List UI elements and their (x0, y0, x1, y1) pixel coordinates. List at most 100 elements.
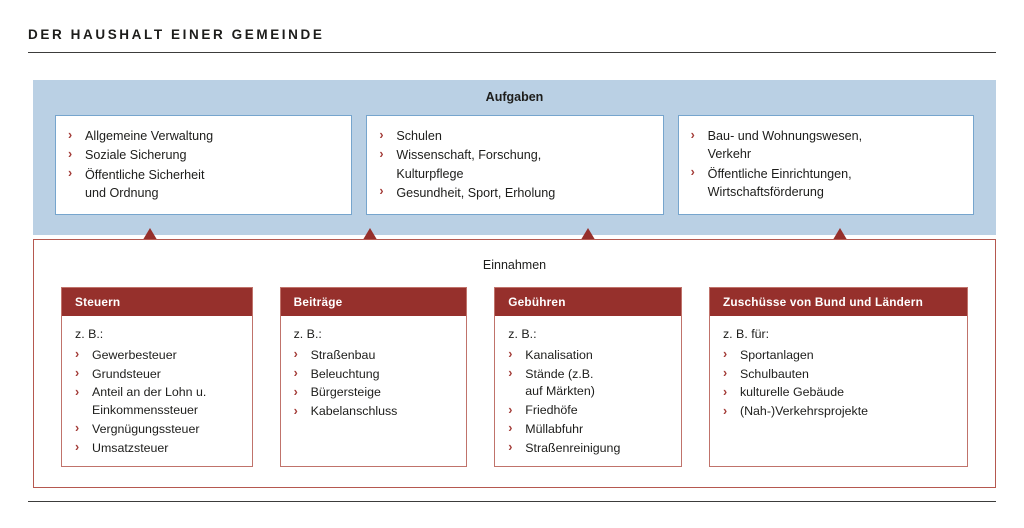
aufgaben-list-3: ›Bau- und Wohnungswesen,Verkehr › Öffentl… (691, 127, 963, 201)
bottom-divider (28, 501, 996, 502)
aufgaben-list-2: › Schulen › Wissenschaft, Forschung,Kultur… (379, 127, 652, 202)
list-item-label: Öffentliche Einrichtungen,Wirtschaftsför… (707, 166, 852, 199)
list-item: › Grundsteuer (75, 366, 244, 384)
chevron-right-icon: › (508, 347, 513, 362)
list-item: › kulturelle Gebäude (723, 384, 959, 402)
list-item: › Sportanlagen (723, 347, 959, 365)
chevron-right-icon: › (68, 146, 73, 161)
chevron-right-icon: › (722, 366, 728, 381)
chevron-right-icon: › (293, 347, 298, 362)
gebuehren-list: ›Kanalisation ›Stände (z.B.auf Märkten) … (508, 347, 673, 457)
example-label: z. B.: (508, 327, 537, 341)
aufgaben-card-3: ›Bau- und Wohnungswesen,Verkehr › Öffentl… (677, 115, 974, 215)
einnahmen-card-row: Steuern z. B.: ›Gewerbesteuer ›Grundsteu… (61, 287, 968, 467)
einnahmen-card-gebuehren: Gebühren z. B.: › Kanalisation › Stände (z… (494, 287, 682, 467)
list-item: ›Gewerbesteuer (75, 347, 244, 365)
example-label: z. B.: (293, 327, 322, 341)
chevron-right-icon: › (508, 402, 513, 417)
chevron-right-icon: › (722, 403, 728, 418)
aufgaben-card-row: › Allgemeine Verwaltung › Soziale Sicherun… (55, 115, 974, 215)
list-item: › Soziale Sicherung (68, 146, 341, 164)
list-item-label: Kanalisation (525, 347, 593, 362)
card-header-beitraege: Beiträge (280, 288, 467, 316)
list-item-label: Soziale Sicherung (85, 148, 187, 163)
list-item-label: Friedhöfe (525, 403, 578, 418)
list-item: › Kanalisation (508, 347, 673, 365)
chevron-right-icon: › (722, 384, 728, 399)
list-item: › Beleuchtung (294, 366, 459, 384)
einnahmen-card-beitraege: Beiträge z. B.: › Straßenbau › Beleuchtung… (279, 287, 468, 467)
list-item-label: Schulen (396, 129, 442, 143)
einnahmen-card-steuern: Steuern z. B.: ›Gewerbesteuer ›Grundsteu… (61, 287, 253, 467)
list-item-label: Vergnügungssteuer (92, 421, 200, 436)
einnahmen-card-zuschuesse: Zuschüsse von Bund und Ländern z. B. für… (708, 287, 968, 467)
einnahmen-panel: Einnahmen Steuern z. B.: ›Gewerbesteuer … (33, 239, 996, 488)
aufgaben-panel: Aufgaben ›Allgemeine Verwaltung ›Soziale… (33, 80, 996, 235)
chevron-right-icon: › (68, 166, 73, 180)
list-item: › Umsatzsteuer (75, 440, 244, 458)
list-item: › Friedhöfe (508, 402, 673, 420)
zuschuesse-list: › Sportanlagen › Schulbauten › kulturelle G… (723, 347, 959, 421)
card-header-gebuehren: Gebühren (495, 288, 681, 316)
list-item-label: Sportanlagen (739, 347, 814, 362)
aufgaben-list-1: › Allgemeine Verwaltung › Soziale Sicherun… (68, 127, 341, 202)
list-item-label: Schulbauten (739, 366, 809, 381)
list-item-label: Anteil an der Lohn u.Einkommenssteuer (92, 385, 207, 418)
chevron-right-icon: › (379, 184, 384, 199)
list-item-label: Stände (z.B.auf Märkten) (525, 366, 595, 399)
chevron-right-icon: › (75, 421, 80, 436)
card-body-steuern: z. B.: ›Gewerbesteuer ›Grundsteuer ›Ante… (62, 316, 252, 466)
chevron-right-icon: › (75, 366, 80, 381)
list-item-label: (Nah-)Verkehrsprojekte (739, 404, 869, 419)
chevron-right-icon: › (293, 384, 298, 399)
chevron-right-icon: › (68, 127, 73, 142)
chevron-right-icon: › (75, 440, 80, 455)
card-body-beitraege: z. B.: › Straßenbau › Beleuchtung ›Bürgers… (281, 316, 467, 466)
list-item-label: Beleuchtung (310, 366, 380, 381)
chevron-right-icon: › (508, 366, 513, 381)
aufgaben-card-2: › Schulen › Wissenschaft, Forschung,Kultur… (366, 115, 664, 215)
list-item: › Müllabfuhr (508, 421, 673, 439)
list-item-label: Gewerbesteuer (92, 347, 177, 362)
list-item: › Allgemeine Verwaltung (68, 127, 341, 145)
list-item-label: Grundsteuer (92, 366, 161, 381)
list-item-label: Allgemeine Verwaltung (85, 129, 214, 143)
list-item: › Gesundheit, Sport, Erholung (379, 184, 652, 202)
einnahmen-heading: Einnahmen (482, 258, 547, 272)
card-header-steuern: Steuern (62, 288, 252, 316)
list-item-label: Kabelanschluss (310, 404, 398, 419)
page-title: DER HAUSHALT EINER GEMEINDE (28, 27, 325, 42)
chevron-right-icon: › (508, 440, 513, 455)
list-item-label: Müllabfuhr (525, 421, 584, 436)
list-item-label: Straßenbau (310, 347, 376, 362)
chevron-right-icon: › (722, 347, 728, 362)
chevron-right-icon: › (379, 146, 384, 161)
chevron-right-icon: › (75, 384, 80, 399)
list-item: › Wissenschaft, Forschung,Kulturpflege (379, 146, 652, 183)
aufgaben-card-1: › Allgemeine Verwaltung › Soziale Sicherun… (55, 115, 353, 215)
list-item: ›Bau- und Wohnungswesen,Verkehr (691, 127, 963, 164)
example-label: z. B. für: (722, 327, 770, 341)
list-item-label: Gesundheit, Sport, Erholung (396, 185, 556, 200)
chevron-right-icon: › (379, 127, 384, 142)
chevron-right-icon: › (293, 366, 298, 381)
card-body-gebuehren: z. B.: › Kanalisation › Stände (z.B.auf Mä… (495, 316, 681, 466)
chevron-right-icon: › (293, 403, 298, 418)
list-item-label: Wissenschaft, Forschung,Kulturpflege (396, 148, 542, 181)
list-item: ›Straßenreinigung (508, 440, 673, 458)
list-item-label: kulturelle Gebäude (739, 385, 844, 400)
list-item: ›Bürgersteige (294, 384, 459, 402)
list-item: › Schulen (379, 127, 652, 145)
chevron-right-icon: › (690, 127, 695, 142)
list-item: › Schulbauten (723, 366, 959, 384)
list-item-label: Umsatzsteuer (92, 440, 169, 455)
title-divider (28, 52, 996, 53)
list-item: › Öffentliche Einrichtungen,Wirtschaftsfö… (691, 165, 963, 202)
chevron-right-icon: › (508, 421, 513, 436)
chevron-right-icon: › (690, 165, 695, 179)
list-item: › Kabelanschluss (294, 403, 459, 421)
card-header-zuschuesse: Zuschüsse von Bund und Ländern (709, 288, 967, 316)
list-item: › Anteil an der Lohn u.Einkommenssteuer (75, 384, 244, 419)
